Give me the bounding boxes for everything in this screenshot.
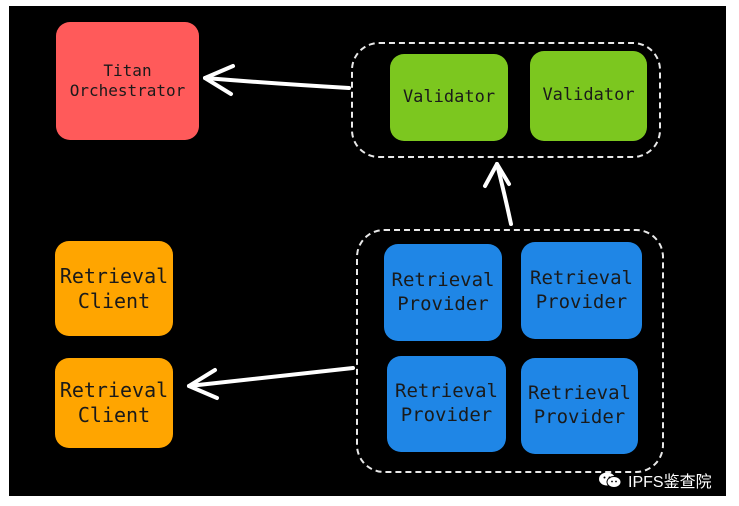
watermark: IPFS鉴查院 (598, 468, 712, 492)
arrow-validators-to-orchestrator (203, 64, 351, 96)
wechat-icon (599, 472, 622, 488)
retrieval-provider-label-1: Retrieval Provider (391, 268, 495, 315)
arrow-providers-to-client (187, 366, 355, 400)
retrieval-provider-label-4: Retrieval Provider (528, 382, 631, 428)
validator-node-1: Validator (390, 54, 508, 141)
validator-label-1: Validator (402, 86, 496, 107)
retrieval-provider-node-1: Retrieval Provider (384, 244, 502, 341)
validator-label-2: Validator (542, 85, 635, 106)
watermark-text: IPFS鉴查院 (628, 474, 712, 491)
retrieval-client-label-1: Retrieval Client (59, 263, 169, 313)
retrieval-client-node-1: Retrieval Client (55, 241, 173, 336)
retrieval-client-label-2: Retrieval Client (59, 378, 169, 427)
retrieval-provider-node-3: Retrieval Provider (387, 356, 506, 452)
retrieval-provider-label-2: Retrieval Provider (530, 266, 633, 313)
validator-node-2: Validator (530, 51, 647, 141)
arrow-providers-to-validators (483, 162, 513, 226)
retrieval-provider-node-4: Retrieval Provider (521, 358, 638, 454)
titan-orchestrator-label: Titan Orchestrator (69, 61, 186, 100)
retrieval-client-node-2: Retrieval Client (55, 358, 173, 448)
arrow-layer (187, 64, 513, 400)
diagram-canvas: Titan Orchestrator Validator Validator R… (9, 6, 726, 496)
retrieval-provider-node-2: Retrieval Provider (521, 242, 642, 339)
retrieval-provider-label-3: Retrieval Provider (395, 380, 498, 426)
validator-group (351, 42, 661, 158)
titan-orchestrator-node: Titan Orchestrator (56, 22, 199, 140)
provider-group (356, 229, 664, 473)
